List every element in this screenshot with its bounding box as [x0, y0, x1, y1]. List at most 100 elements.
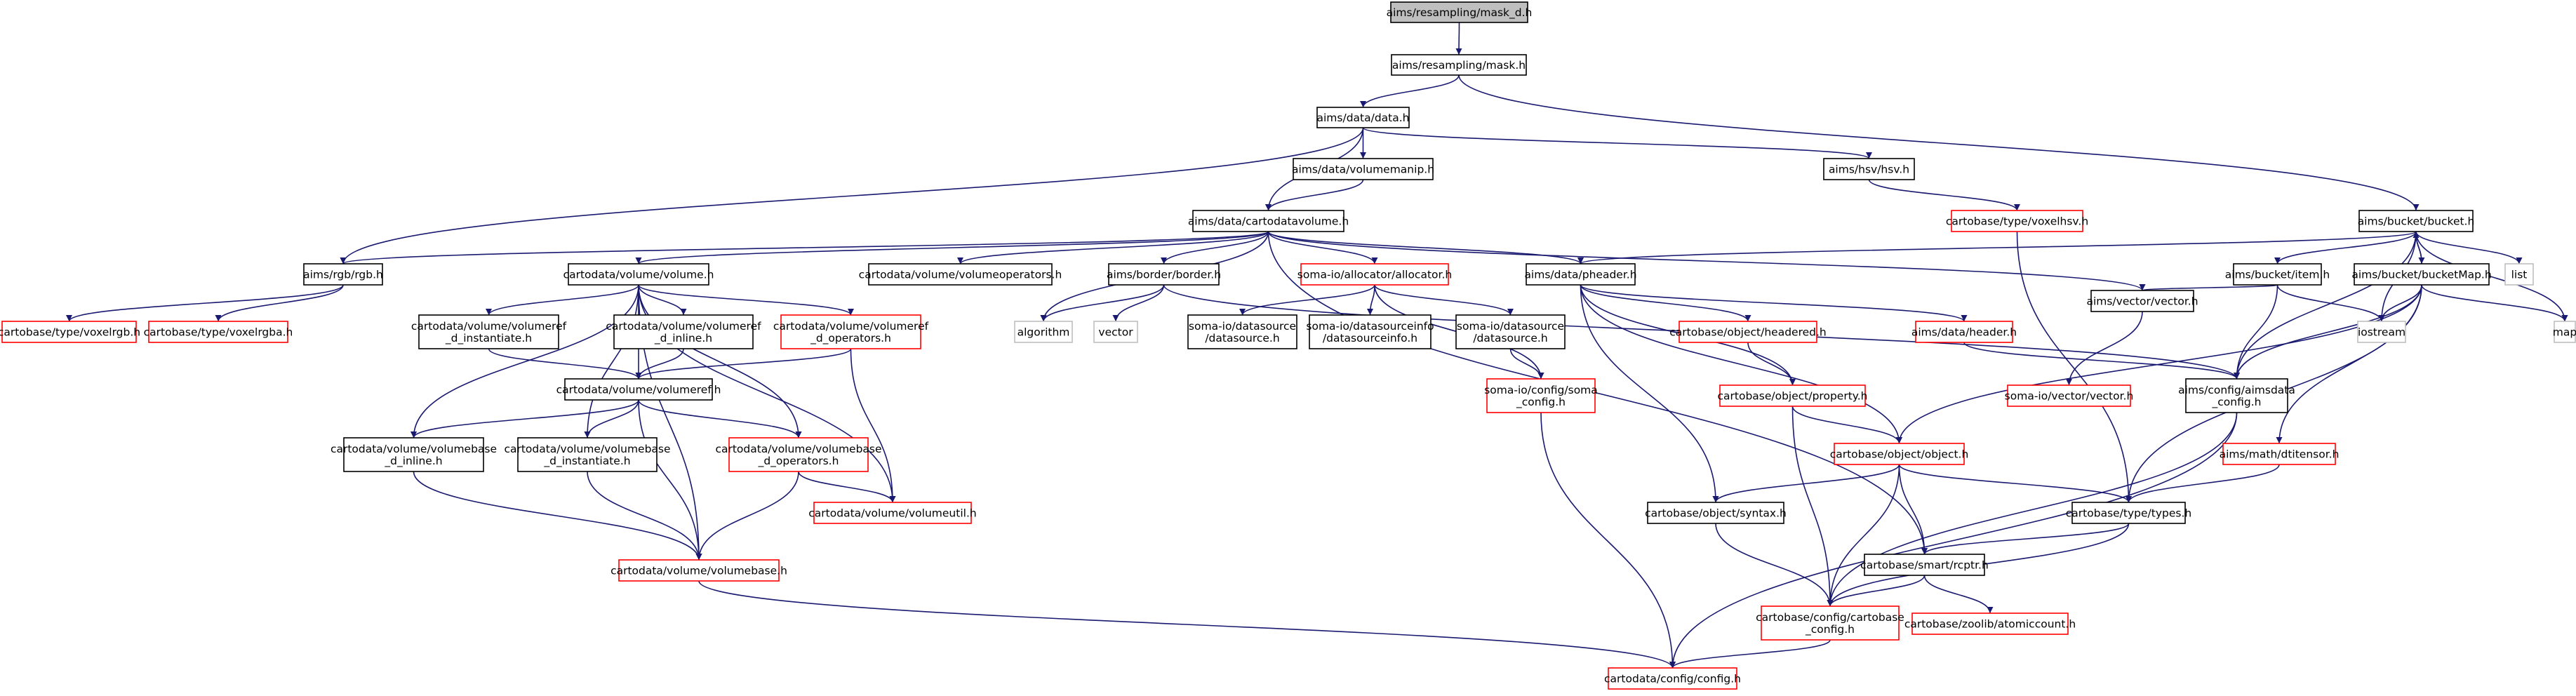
node-aimsdata_config[interactable]: aims/config/aimsdata_config.h — [2178, 378, 2295, 413]
node-voxelrgb[interactable]: cartobase/type/voxelrgb.h — [0, 321, 140, 343]
node-label-map-0: map — [2553, 326, 2576, 339]
edge-volumemanip-to-cartodatavolume — [1265, 179, 1364, 211]
node-box-property — [1719, 384, 1866, 407]
node-vector[interactable]: aims/vector/vector.h — [2086, 290, 2198, 312]
node-label-cartodata_config-0: cartodata/config/config.h — [1604, 673, 1741, 685]
node-label-vref_inline-1: _d_inline.h — [654, 332, 712, 345]
node-ds_datasource[interactable]: soma-io/datasource/datasource.h — [1455, 314, 1566, 349]
node-property[interactable]: cartobase/object/property.h — [1717, 384, 1868, 407]
node-headered[interactable]: cartobase/object/headered.h — [1669, 321, 1827, 343]
node-volumeoperators[interactable]: cartodata/volume/volumeoperators.h — [859, 263, 1062, 286]
node-bucketmap[interactable]: aims/bucket/bucketMap.h — [2351, 263, 2492, 286]
node-box-iostream — [2357, 321, 2406, 343]
node-vbase_ops[interactable]: cartodata/volume/volumebase_d_operators.… — [715, 437, 882, 472]
node-vref_inst[interactable]: cartodata/volume/volumeref_d_instantiate… — [411, 314, 567, 349]
edge-object-to-types — [1898, 464, 2132, 503]
node-box-volumeoperators — [868, 263, 1053, 286]
node-box-rcptr — [1864, 554, 1985, 576]
edge-aimsdata_config-to-cartobase_config — [1827, 412, 2238, 607]
node-box-cartobase_config — [1761, 605, 1900, 641]
node-data[interactable]: aims/data/data.h — [1316, 107, 1410, 128]
node-datasourceinfo[interactable]: soma-io/datasourceinfo/datasourceinfo.h — [1306, 314, 1434, 349]
node-volumemanip[interactable]: aims/data/volumemanip.h — [1292, 158, 1434, 180]
edge-vbase_inline-to-volumebase — [413, 471, 702, 561]
edge-property-to-cartobase_config — [1791, 406, 1834, 607]
node-box-bucket — [2358, 210, 2474, 232]
node-box-vref_inline — [613, 314, 754, 349]
node-box-allocator — [1300, 263, 1449, 286]
node-object[interactable]: cartobase/object/object.h — [1830, 443, 1969, 465]
node-volumebase[interactable]: cartodata/volume/volumebase.h — [610, 559, 787, 582]
node-label-vbase_inst-0: cartodata/volume/volumebase — [504, 443, 670, 455]
node-label-soma_config-0: soma-io/config/soma — [1484, 384, 1598, 396]
edge-border-to-algorithm — [1040, 284, 1165, 322]
node-mask_d[interactable]: aims/resampling/mask_d.h — [1387, 1, 1533, 23]
node-somavector[interactable]: soma-io/vector/vector.h — [2005, 384, 2134, 407]
node-types[interactable]: cartobase/type/types.h — [2066, 502, 2191, 524]
node-aimsheader[interactable]: aims/data/header.h — [1911, 321, 2017, 343]
node-box-dtitensor — [2222, 443, 2336, 465]
edge-vector-to-somavector — [2066, 311, 2143, 386]
edge-object-to-rcptr — [1898, 464, 1928, 555]
node-label-allocator-0: soma-io/allocator/allocator.h — [1297, 269, 1452, 281]
node-cartodata_config[interactable]: cartodata/config/config.h — [1604, 667, 1741, 690]
edge-volumebase-to-cartodata_config — [698, 580, 1676, 669]
edge-object-to-syntax — [1712, 464, 1900, 503]
node-box-atomiccount — [1911, 613, 2069, 635]
node-cartodatavolume[interactable]: aims/data/cartodatavolume.h — [1188, 210, 1349, 232]
edge-pheader-to-syntax — [1580, 284, 1719, 503]
node-box-vector_std — [1093, 321, 1138, 343]
node-allocator[interactable]: soma-io/allocator/allocator.h — [1297, 263, 1452, 286]
node-vector_std: vector — [1093, 321, 1138, 343]
node-atomiccount[interactable]: cartobase/zoolib/atomiccount.h — [1904, 613, 2076, 635]
node-label-vbase_inst-1: _d_instantiate.h — [543, 455, 630, 468]
node-border[interactable]: aims/border/border.h — [1107, 263, 1221, 286]
node-box-voxelhsv — [1951, 210, 2083, 232]
edge-aimsdata_config-to-cartodata_config — [1669, 412, 2238, 669]
node-box-mask — [1391, 54, 1527, 76]
edge-vbase_ops-to-volumeutil — [798, 471, 896, 503]
node-vref_inline[interactable]: cartodata/volume/volumeref_d_inline.h — [606, 314, 761, 349]
node-rcptr[interactable]: cartobase/smart/rcptr.h — [1860, 554, 1989, 576]
node-box-bucketitem — [2233, 263, 2322, 286]
node-voxelrgba[interactable]: cartobase/type/voxelrgba.h — [144, 321, 293, 343]
node-label-bucketitem-0: aims/bucket/item.h — [2225, 269, 2330, 281]
node-volume[interactable]: cartodata/volume/volume.h — [563, 263, 714, 286]
node-datasource[interactable]: soma-io/datasource/datasource.h — [1187, 314, 1297, 349]
edge-cartodatavolume-to-vector — [1267, 231, 2146, 291]
node-label-object-0: cartobase/object/object.h — [1830, 448, 1969, 461]
node-soma_config[interactable]: soma-io/config/soma_config.h — [1484, 378, 1598, 413]
node-hsv[interactable]: aims/hsv/hsv.h — [1823, 158, 1915, 180]
node-voxelhsv[interactable]: cartobase/type/voxelhsv.h — [1946, 210, 2088, 232]
node-vbase_inst[interactable]: cartodata/volume/volumebase_d_instantiat… — [504, 437, 671, 472]
edge-bucketmap-to-dtitensor — [2276, 284, 2422, 444]
node-box-pheader — [1526, 263, 1636, 286]
node-label-aimsdata_config-1: _config.h — [2212, 396, 2262, 409]
node-bucket[interactable]: aims/bucket/bucket.h — [2358, 210, 2475, 232]
node-mask[interactable]: aims/resampling/mask.h — [1391, 54, 1527, 76]
edge-property-to-object — [1791, 406, 1902, 444]
node-box-ds_datasource — [1455, 314, 1566, 349]
node-volumeref[interactable]: cartodata/volume/volumeref.h — [556, 378, 721, 401]
edge-mask_d-to-mask — [1455, 22, 1462, 55]
node-bucketitem[interactable]: aims/bucket/item.h — [2225, 263, 2330, 286]
node-label-vbase_ops-0: cartodata/volume/volumebase — [715, 443, 881, 455]
node-vbase_inline[interactable]: cartodata/volume/volumebase_d_inline.h — [331, 437, 497, 472]
node-label-rgb-0: aims/rgb/rgb.h — [303, 269, 383, 281]
edge-volume-to-vref_inline — [638, 284, 687, 316]
edge-cartodatavolume-to-rcptr — [1267, 231, 1928, 555]
node-label-mask_d-0: aims/resampling/mask_d.h — [1387, 6, 1533, 20]
node-volumeutil[interactable]: cartodata/volume/volumeutil.h — [808, 502, 977, 524]
node-box-datasourceinfo — [1309, 314, 1432, 349]
node-vref_ops[interactable]: cartodata/volume/volumeref_d_operators.h — [773, 314, 929, 349]
node-cartobase_config[interactable]: cartobase/config/cartobase_config.h — [1756, 605, 1904, 641]
edge-vref_ops-to-volumeutil — [850, 348, 896, 503]
node-dtitensor[interactable]: aims/math/dtitensor.h — [2220, 443, 2340, 465]
node-rgb[interactable]: aims/rgb/rgb.h — [303, 263, 383, 286]
node-pheader[interactable]: aims/data/pheader.h — [1524, 263, 1637, 286]
edge-soma_config-to-cartodata_config — [1540, 412, 1676, 669]
node-label-vector-0: aims/vector/vector.h — [2086, 295, 2198, 308]
node-syntax[interactable]: cartobase/object/syntax.h — [1645, 502, 1787, 524]
node-label-pheader-0: aims/data/pheader.h — [1524, 269, 1636, 281]
